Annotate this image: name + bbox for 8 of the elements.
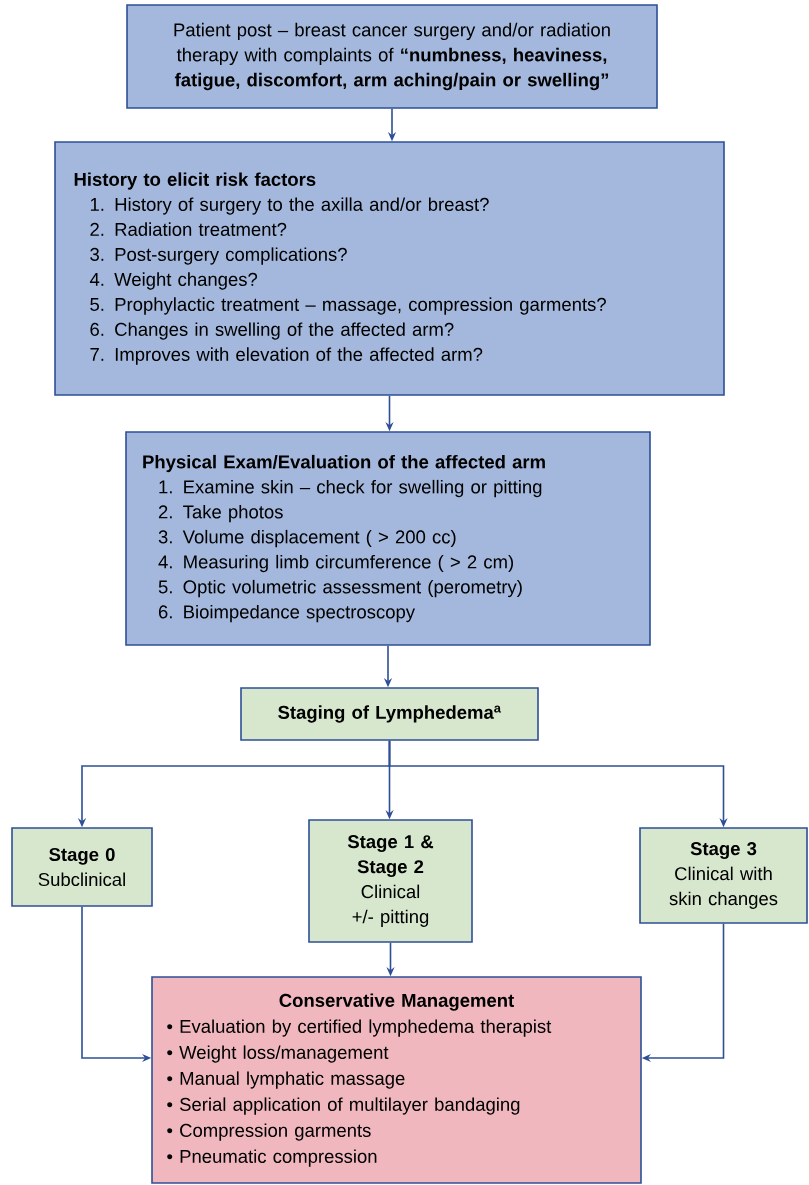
stage-box: Stage 0 Subclinical — [11, 827, 153, 907]
process-box: Patient post – breast cancer surgery and/or radiation therapy with complaints of “numbness, heaviness, fatigue, discomfort, arm aching/pain or swelling” — [126, 4, 658, 109]
management-box: Conservative Management • Evaluation by certified lymphedema therapist • Weight loss/management • Manual lymphatic massage • Serial application of multilayer bandaging • Compression garments • Pneumatic compression — [151, 976, 642, 1184]
stage-box: Stage 1 & Stage 2 Clinical +/- pitting — [308, 819, 473, 943]
stage-box: Stage 3 Clinical with skin changes — [639, 827, 808, 924]
process-box: History to elicit risk factors 1. History of surgery to the axilla and/or breast? 2. Radiation treatment? 3. Post-surgery complications? 4. Weight changes? 5. Prophylactic treatment – massage, compression garments? 6. Changes in swelling of the affected arm? 7. Improves with elevation of the affected arm? — [54, 141, 725, 396]
process-box: Staging of Lymphedema$^{a}$ — [240, 687, 539, 741]
process-box: Physical Exam/Evaluation of the affected arm 1. Examine skin – check for swelling or pitting 2. Take photos 3. Volume displacement ( > 200 cc) 4. Measuring limb circumference ( > 2 cm) 5. Optic volumetric assessment (perometry) 6. Bioimpedance spectroscopy — [125, 431, 651, 646]
